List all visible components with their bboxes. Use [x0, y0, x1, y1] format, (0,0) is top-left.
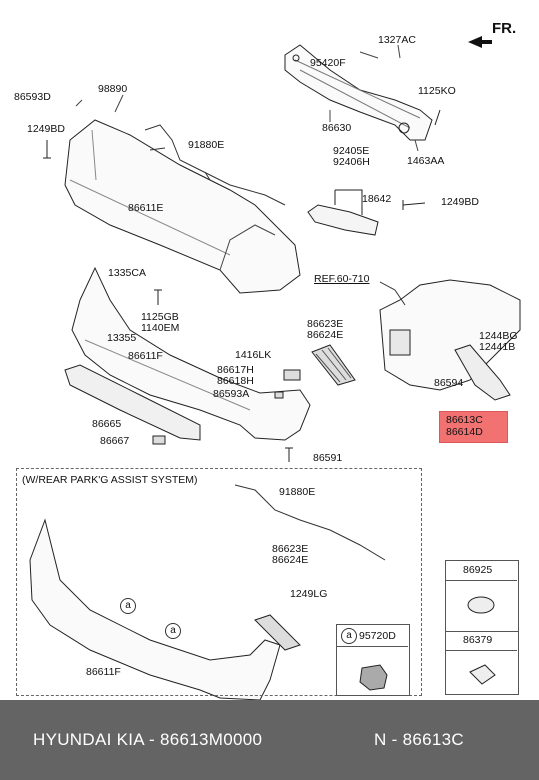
beam-86630 — [284, 44, 433, 141]
label-91880e-b: 91880E — [279, 486, 316, 498]
skid-strip-86665 — [64, 364, 201, 441]
label-86630: 86630 — [322, 122, 352, 134]
parts-diagram — [29, 36, 521, 700]
footer-bar: HYUNDAI KIA - 86613M0000 N - 86613C — [0, 700, 539, 780]
label-1125gb: 1125GB — [141, 311, 179, 323]
label-1140em: 1140EM — [141, 322, 180, 334]
label-95420f: 95420F — [310, 57, 346, 69]
cap-86379-icon — [469, 664, 496, 685]
wiring-harness-top — [144, 124, 286, 206]
part-86617h — [283, 369, 301, 381]
label-86925: 86925 — [463, 564, 493, 576]
label-1335ca: 1335CA — [108, 267, 146, 279]
reference-label[interactable]: REF.60-710 — [314, 273, 370, 285]
part-box-86379-header — [445, 630, 517, 651]
bracket-86613c — [454, 344, 511, 401]
inset-title: (W/REAR PARK'G ASSIST SYSTEM) — [22, 474, 198, 486]
label-86611f: 86611F — [128, 350, 163, 362]
lower-bumper-86611f — [71, 266, 311, 441]
footer-code: N - 86613C — [374, 730, 464, 749]
highlight-box — [439, 411, 508, 443]
label-1125ko: 1125KO — [418, 85, 456, 97]
label-86611e: 86611E — [128, 202, 164, 214]
bumper-cover-86611e — [64, 119, 301, 294]
bolt-1249bd — [43, 140, 51, 159]
label-1244bg: 1244BG — [479, 330, 518, 342]
inset-panel — [16, 468, 422, 696]
bolt-1125ko — [434, 109, 441, 126]
label-1249bd: 1249BD — [27, 123, 65, 135]
part-86667 — [152, 435, 166, 445]
part-box-a — [336, 624, 410, 696]
label-86611f-b: 86611F — [86, 666, 121, 678]
label-86617h: 86617H — [217, 364, 254, 376]
label-86665: 86665 — [92, 418, 122, 430]
cap-86925-icon — [467, 596, 495, 614]
label-92405e: 92405E — [333, 145, 370, 157]
footer-part-number: HYUNDAI KIA - 86613M0000 — [33, 730, 263, 749]
label-98890: 98890 — [98, 83, 128, 95]
part-box-a-header — [336, 624, 408, 647]
reflector-18642 — [307, 204, 379, 236]
inset-wiring — [234, 484, 386, 561]
label-86594: 86594 — [434, 377, 464, 389]
label-86593a: 86593A — [213, 388, 250, 400]
label-86667: 86667 — [100, 435, 130, 447]
label-92406h: 92406H — [333, 156, 370, 168]
label-86593d: 86593D — [14, 91, 51, 103]
label-18642: 18642 — [362, 193, 392, 205]
label-1463aa: 1463AA — [407, 155, 445, 167]
sensor-icon — [359, 664, 388, 691]
front-direction-label: FR. — [492, 20, 517, 37]
label-86379: 86379 — [463, 634, 493, 646]
label-13355: 13355 — [107, 332, 137, 344]
label-86624e-b: 86624E — [272, 554, 309, 566]
part-box-86925-header — [445, 560, 517, 581]
part-box-86925 — [445, 560, 519, 632]
label-91880e: 91880E — [188, 139, 225, 151]
label-86623e: 86623E — [307, 318, 344, 330]
label-1327ac: 1327AC — [378, 34, 416, 46]
label-86623e-b: 86623E — [272, 543, 309, 555]
bolt-1249bd-b — [402, 200, 426, 210]
label-86624e: 86624E — [307, 329, 344, 341]
callout-a-2: a — [165, 623, 181, 639]
label-86591: 86591 — [313, 452, 343, 464]
inset-bumper — [29, 518, 281, 700]
label-12441b: 12441B — [479, 341, 516, 353]
label-86613c[interactable]: 86613C — [446, 414, 483, 426]
label-86614d[interactable]: 86614D — [446, 426, 483, 438]
callout-a-box: a — [341, 628, 357, 644]
front-arrow-icon — [468, 36, 492, 48]
label-1416lk: 1416LK — [235, 349, 272, 361]
label-1249bd-b: 1249BD — [441, 196, 479, 208]
part-box-86379 — [445, 630, 519, 695]
callout-a-1: a — [120, 598, 136, 614]
label-86618h: 86618H — [217, 375, 254, 387]
label-95720d: 95720D — [359, 630, 396, 642]
label-1249lg: 1249LG — [290, 588, 328, 600]
bolt-1125gb — [154, 289, 162, 305]
inset-grille — [254, 614, 301, 651]
part-86593a — [274, 391, 284, 399]
bolt-86591 — [285, 447, 293, 462]
